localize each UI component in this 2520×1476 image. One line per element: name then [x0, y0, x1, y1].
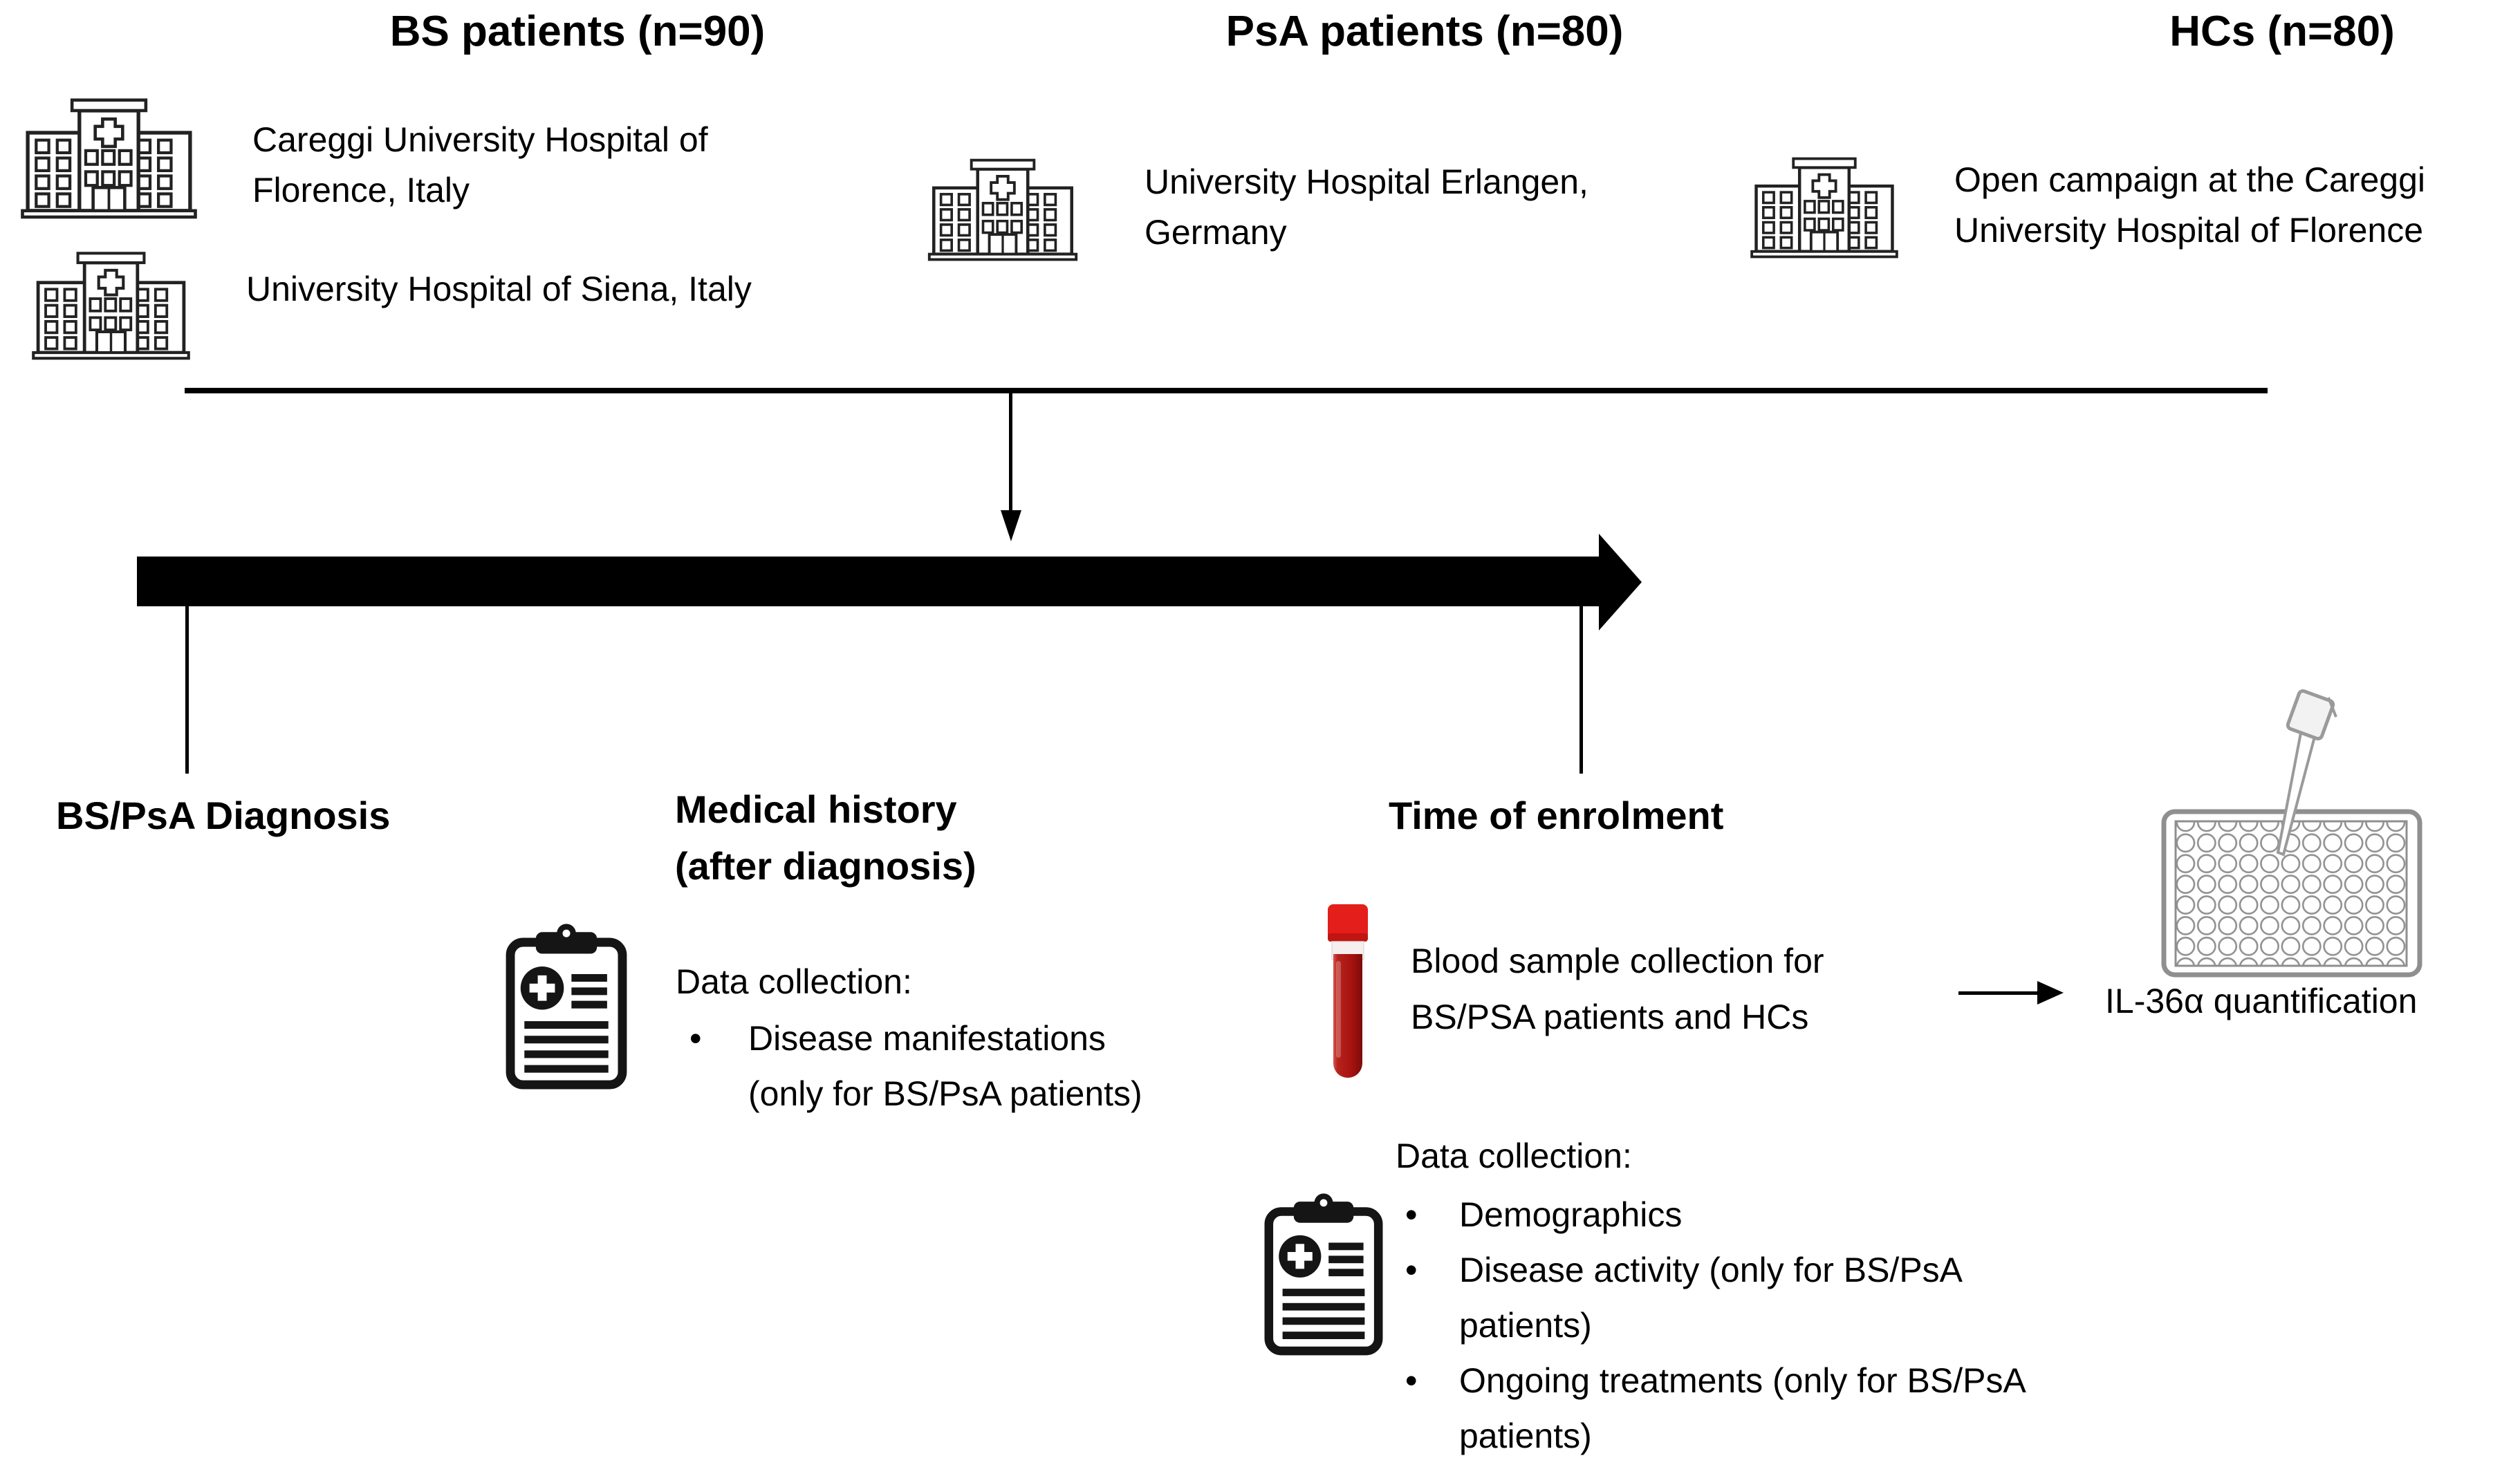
site-erlangen: University Hospital Erlangen, Germany [1145, 157, 1588, 258]
bullet-line: Demographics [1459, 1195, 1683, 1234]
down-arrowhead-icon [1001, 510, 1021, 541]
bullet-marker: • [1405, 1361, 1418, 1400]
data-collection-label: Data collection: [1396, 1137, 1632, 1175]
bullet-line: (only for BS/PsA patients) [748, 1074, 1142, 1113]
diagnosis-label: BS/PsA Diagnosis [56, 794, 391, 837]
timeline-arrowhead-icon [1599, 534, 1642, 630]
bullet-marker: • [689, 1019, 702, 1058]
list-item: • Disease activity (only for BS/PsA pati… [1394, 1242, 2026, 1353]
right-arrow-icon [1958, 991, 2043, 995]
blood-sample-line: Blood sample collection for [1411, 942, 1824, 980]
medical-history-bullet-list: • Disease manifestations (only for BS/Ps… [674, 1011, 1142, 1121]
quantification-label: IL-36α quantification [2105, 982, 2418, 1020]
hospital-icon [910, 152, 1095, 261]
blood-tube-icon [1328, 904, 1368, 1078]
clipboard-icon [503, 919, 630, 1092]
list-item: • Demographics [1394, 1187, 2026, 1242]
blood-sample-line: BS/PSA patients and HCs [1411, 998, 1809, 1036]
group-title-bs: BS patients (n=90) [389, 8, 766, 55]
bullet-marker: • [1405, 1195, 1418, 1234]
data-collection-label: Data collection: [676, 962, 912, 1001]
site-open-campaign: Open campaign at the Careggi University … [1954, 155, 2425, 256]
microplate-icon [2161, 689, 2422, 978]
clipboard-icon [1261, 1189, 1386, 1358]
site-line: Open campaign at the Careggi [1954, 160, 2425, 199]
medical-history-line: Medical history [675, 787, 957, 831]
medical-history-line: (after diagnosis) [675, 844, 976, 888]
site-line: University Hospital Erlangen, [1145, 162, 1588, 201]
bullet-line: Disease activity (only for BS/PsA [1459, 1251, 1963, 1289]
hospital-icon [19, 245, 203, 360]
diagnosis-marker-line [185, 606, 189, 774]
site-line: Florence, Italy [252, 171, 470, 209]
hospital-icon [17, 91, 201, 219]
list-item: • Ongoing treatments (only for BS/PsA pa… [1394, 1353, 2026, 1464]
site-line: University Hospital of Siena, Italy [246, 270, 752, 308]
blood-sample-text: Blood sample collection for BS/PSA patie… [1411, 933, 1824, 1045]
pipette-icon [2276, 689, 2337, 857]
group-title-hcs: HCs (n=80) [2169, 8, 2395, 55]
medical-history-label: Medical history (after diagnosis) [675, 781, 976, 895]
site-line: University Hospital of Florence [1954, 211, 2424, 250]
bullet-marker: • [1405, 1251, 1418, 1289]
bullet-line: Disease manifestations [748, 1019, 1106, 1058]
enrolment-label: Time of enrolment [1389, 794, 1724, 837]
enrolment-marker-line [1579, 606, 1583, 774]
hospital-icon [1730, 151, 1918, 259]
group-title-psa: PsA patients (n=80) [1225, 8, 1624, 55]
bullet-line: Ongoing treatments (only for BS/PsA [1459, 1361, 2026, 1400]
bullet-line: patients) [1459, 1306, 1592, 1345]
down-arrow-icon [1009, 393, 1012, 511]
enrolment-bullet-list: • Demographics • Disease activity (only … [1394, 1187, 2026, 1464]
site-siena: University Hospital of Siena, Italy [246, 264, 752, 315]
top-horizontal-rule [185, 388, 2268, 393]
timeline-arrow-icon [137, 557, 1599, 606]
bullet-line: patients) [1459, 1417, 1592, 1455]
list-item: • Disease manifestations (only for BS/Ps… [674, 1011, 1142, 1121]
site-line: Careggi University Hospital of [252, 120, 708, 159]
right-arrowhead-icon [2037, 981, 2064, 1005]
site-careggi: Careggi University Hospital of Florence,… [252, 115, 708, 216]
site-line: Germany [1145, 213, 1287, 252]
